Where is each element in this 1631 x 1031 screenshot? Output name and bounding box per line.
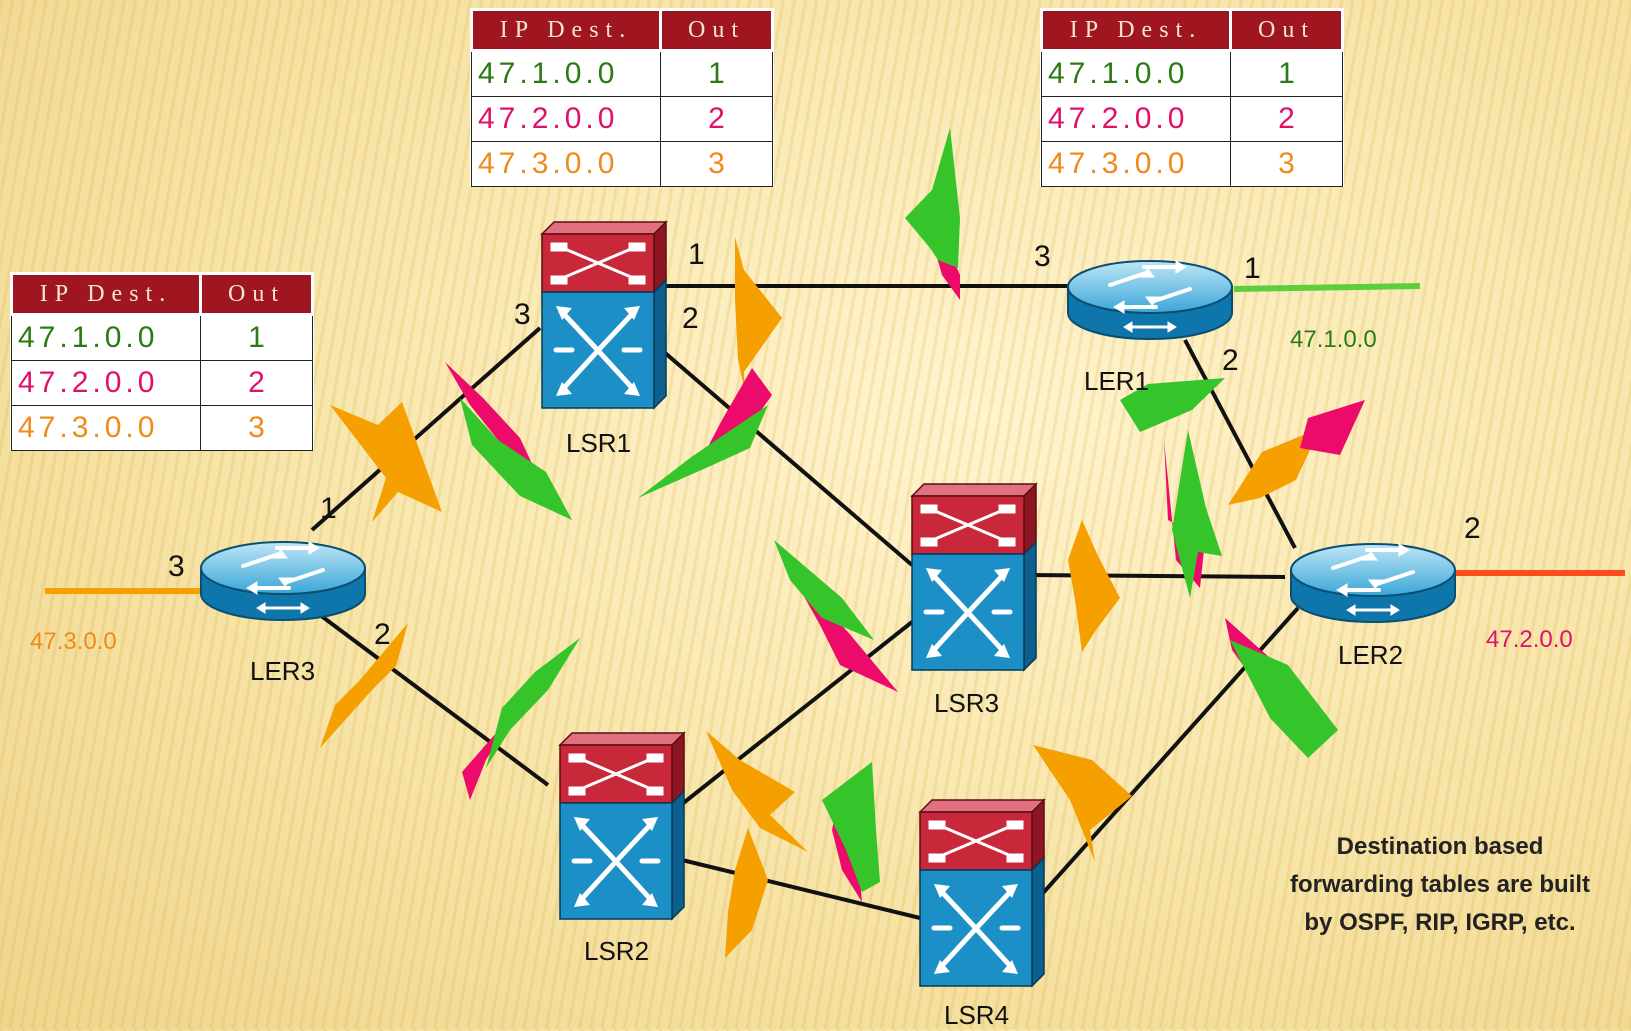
table-cell-dest: 47.3.0.0 <box>11 405 201 451</box>
table-cell-out: 3 <box>1230 141 1343 187</box>
port-ler1-right: 1 <box>1244 252 1261 285</box>
table-cell-out: 2 <box>200 360 313 406</box>
table-header-out: Out <box>659 8 774 52</box>
table-cell-dest: 47.3.0.0 <box>1041 141 1231 187</box>
node-lsr2[interactable] <box>560 733 684 919</box>
ler3-routing-table: IP Dest. Out 47.1.0.0 1 47.2.0.0 2 47.3.… <box>10 272 314 451</box>
table-header-dest: IP Dest. <box>1040 8 1232 52</box>
table-cell-out: 2 <box>1230 96 1343 142</box>
table-cell-dest: 47.2.0.0 <box>1041 96 1231 142</box>
node-label-ler2: LER2 <box>1338 640 1404 670</box>
table-cell-out: 3 <box>660 141 773 187</box>
update-arrow-orange <box>320 237 1320 958</box>
net1-link <box>1233 283 1421 292</box>
table-row: 47.3.0.0 3 <box>11 405 313 451</box>
table-header-dest: IP Dest. <box>10 272 202 316</box>
port-ler2-right: 2 <box>1464 512 1481 545</box>
table-cell-out: 2 <box>660 96 773 142</box>
table-row: 47.1.0.0 1 <box>11 314 313 361</box>
node-label-ler1: LER1 <box>1084 366 1150 396</box>
table-row: 47.3.0.0 3 <box>1041 141 1343 187</box>
link-lsr3-ler2 <box>1024 573 1286 579</box>
table-row: 47.2.0.0 2 <box>471 96 773 142</box>
network-label-net2: 47.2.0.0 <box>1486 626 1573 653</box>
node-label-lsr1: LSR1 <box>566 428 632 458</box>
port-ler3-in: 3 <box>168 550 185 583</box>
node-label-lsr4: LSR4 <box>944 1000 1010 1030</box>
table-cell-out: 1 <box>660 50 773 97</box>
table-cell-dest: 47.2.0.0 <box>471 96 661 142</box>
table-cell-dest: 47.1.0.0 <box>11 314 201 361</box>
port-ler1-left: 3 <box>1034 240 1051 273</box>
table-header-out: Out <box>199 272 314 316</box>
link-ler3-lsr2 <box>318 613 550 787</box>
link-ler1-ler2 <box>1183 339 1297 549</box>
link-lsr1-lsr3 <box>648 338 914 567</box>
node-label-lsr3: LSR3 <box>934 688 1000 718</box>
node-lsr3[interactable] <box>912 484 1036 670</box>
caption-line: by OSPF, RIP, IGRP, etc. <box>1304 909 1576 936</box>
table-header-out: Out <box>1229 8 1344 52</box>
table-row: 47.1.0.0 1 <box>471 50 773 97</box>
network-label-net1: 47.1.0.0 <box>1290 326 1377 353</box>
update-arrows <box>320 128 1365 958</box>
table-row: 47.2.0.0 2 <box>11 360 313 406</box>
node-lsr1[interactable] <box>542 222 666 408</box>
link-ler3-lsr1 <box>310 326 542 532</box>
caption-line: forwarding tables are built <box>1289 871 1591 898</box>
table-row: 47.2.0.0 2 <box>1041 96 1343 142</box>
table-header-dest: IP Dest. <box>470 8 662 52</box>
node-ler1[interactable] <box>1066 259 1234 341</box>
port-ler3-down: 2 <box>374 618 391 651</box>
lsr1-routing-table: IP Dest. Out 47.1.0.0 1 47.2.0.0 2 47.3.… <box>470 8 774 187</box>
port-lsr1-left: 3 <box>514 298 531 331</box>
table-cell-dest: 47.3.0.0 <box>471 141 661 187</box>
table-cell-dest: 47.1.0.0 <box>471 50 661 97</box>
table-cell-dest: 47.1.0.0 <box>1041 50 1231 97</box>
node-label-ler3: LER3 <box>250 656 316 686</box>
node-lsr4[interactable] <box>920 800 1044 986</box>
node-label-lsr2: LSR2 <box>584 936 650 966</box>
port-ler3-up: 1 <box>320 492 337 525</box>
table-cell-out: 1 <box>1230 50 1343 97</box>
table-cell-dest: 47.2.0.0 <box>11 360 201 406</box>
ler1-routing-table: IP Dest. Out 47.1.0.0 1 47.2.0.0 2 47.3.… <box>1040 8 1344 187</box>
link-lsr2-lsr4 <box>681 858 921 920</box>
caption-line: Destination based <box>1336 833 1544 860</box>
port-ler1-down: 2 <box>1222 344 1239 377</box>
table-cell-out: 3 <box>200 405 313 451</box>
node-ler3[interactable] <box>199 540 367 622</box>
node-ler2[interactable] <box>1289 542 1457 624</box>
port-lsr1-top: 1 <box>688 238 705 271</box>
network-label-net3: 47.3.0.0 <box>30 628 117 655</box>
link-lsr2-lsr3 <box>670 620 914 814</box>
table-row: 47.3.0.0 3 <box>471 141 773 187</box>
port-lsr1-right: 2 <box>682 302 699 335</box>
table-row: 47.1.0.0 1 <box>1041 50 1343 97</box>
update-arrow-green <box>460 128 1338 892</box>
caption-note: Destination based forwarding tables are … <box>1200 828 1631 942</box>
table-cell-out: 1 <box>200 314 313 361</box>
